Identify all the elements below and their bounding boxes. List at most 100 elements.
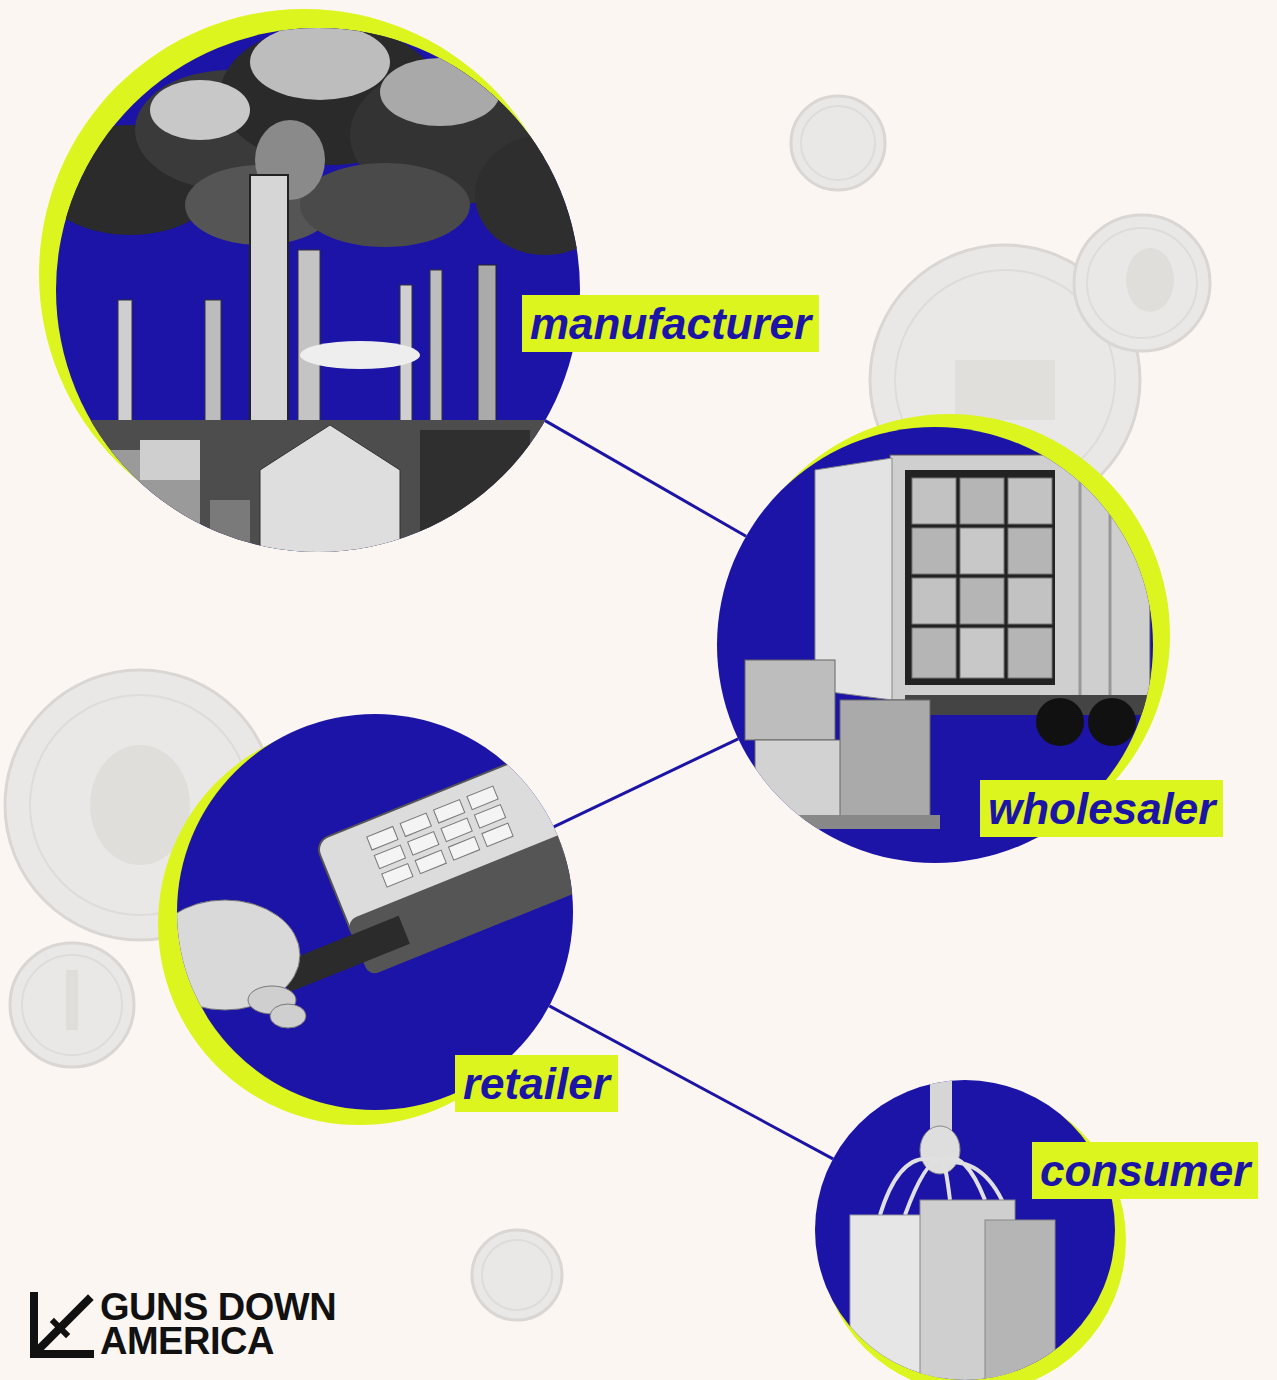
factory-illustration-part bbox=[350, 65, 550, 205]
factory-illustration-part bbox=[150, 80, 250, 140]
truck-illustration-part bbox=[1109, 460, 1112, 695]
factory-illustration-part bbox=[220, 25, 440, 165]
factory-illustration-part bbox=[135, 70, 325, 190]
stage-circle: wholesaler bbox=[717, 427, 1153, 863]
card-terminal-illustration-part-part bbox=[441, 818, 472, 841]
factory-illustration-part bbox=[250, 175, 288, 525]
factory-illustration-part bbox=[420, 430, 530, 570]
factory-illustration-part bbox=[430, 270, 442, 490]
card-terminal-illustration-part-part bbox=[382, 864, 413, 887]
card-terminal-illustration-part-part bbox=[347, 827, 601, 976]
coin-part bbox=[482, 1240, 552, 1310]
logo-icon-part bbox=[54, 1322, 66, 1334]
card-terminal-illustration-part-part bbox=[400, 813, 431, 836]
truck-illustration-part bbox=[1008, 478, 1052, 524]
factory-illustration-part bbox=[210, 500, 250, 570]
circle-outline bbox=[56, 28, 580, 552]
circle-outline bbox=[177, 714, 573, 1110]
card-terminal-illustration-part-part bbox=[315, 748, 588, 944]
card-terminal-illustration-part-part bbox=[374, 845, 405, 868]
stage-circle-fill bbox=[56, 28, 580, 552]
truck-illustration-part bbox=[905, 695, 1150, 715]
circle-outline bbox=[815, 1080, 1115, 1380]
coin-part bbox=[22, 955, 122, 1055]
card-terminal-illustration-part-part bbox=[467, 786, 498, 809]
coin-part bbox=[955, 360, 1055, 420]
card-terminal-illustration-part bbox=[241, 748, 601, 1006]
factory-illustration-part bbox=[300, 341, 420, 369]
shopping-bags-illustration-part bbox=[920, 1200, 1015, 1380]
card-terminal-illustration-part-part bbox=[449, 837, 480, 860]
truck-illustration-part bbox=[1008, 578, 1052, 624]
truck-illustration-part bbox=[790, 815, 940, 829]
card-terminal-illustration-part bbox=[150, 900, 300, 1010]
shopping-bags-illustration-part bbox=[880, 1158, 1010, 1220]
card-terminal-illustration-part-part bbox=[482, 823, 513, 846]
card-terminal-illustration bbox=[150, 748, 601, 1028]
factory-illustration-part bbox=[80, 450, 200, 570]
truck-illustration-part bbox=[840, 700, 930, 820]
truck-illustration-part bbox=[745, 660, 835, 740]
factory-illustration-part bbox=[380, 58, 500, 126]
coin-part bbox=[1087, 228, 1197, 338]
flow-line bbox=[545, 421, 746, 537]
stage-circle: retailer bbox=[177, 714, 573, 1110]
factory-illustration-part bbox=[140, 440, 200, 480]
truck-illustration-part bbox=[960, 578, 1004, 624]
card-terminal-illustration-part-part bbox=[278, 916, 410, 993]
factory-illustration-part bbox=[205, 300, 221, 500]
coin-part bbox=[801, 106, 875, 180]
factory-illustration-part bbox=[475, 135, 615, 255]
logo-icon bbox=[34, 1296, 90, 1354]
factory-illustration-part bbox=[60, 420, 580, 570]
truck-illustration-part bbox=[912, 478, 956, 524]
truck-illustration-part bbox=[912, 528, 956, 574]
card-terminal-illustration-part-part bbox=[474, 805, 505, 828]
logo-icon-part bbox=[40, 1300, 88, 1348]
card-terminal-illustration-part-part bbox=[415, 850, 446, 873]
card-terminal-illustration-part bbox=[248, 986, 296, 1014]
truck-illustration-part bbox=[912, 578, 956, 624]
truck-illustration-part bbox=[1079, 460, 1082, 695]
factory-illustration-part bbox=[250, 24, 390, 100]
stage-label: manufacturer bbox=[522, 295, 819, 352]
coin-part bbox=[791, 96, 885, 190]
stage-circle: consumer bbox=[815, 1080, 1115, 1380]
truck-illustration-part bbox=[890, 455, 1150, 700]
coin-part bbox=[10, 943, 134, 1067]
truck-illustration-part bbox=[1036, 698, 1084, 746]
stage-label: wholesaler bbox=[980, 780, 1223, 837]
truck-illustration-part bbox=[960, 628, 1004, 678]
card-terminal-illustration-part-part bbox=[434, 800, 465, 823]
stage-circle-fill bbox=[815, 1080, 1115, 1380]
card-terminal-illustration-part-part bbox=[367, 827, 398, 850]
factory-illustration bbox=[40, 24, 615, 570]
factory-illustration-part bbox=[300, 163, 470, 247]
truck-illustration-part bbox=[912, 628, 956, 678]
truck-illustration-part bbox=[1008, 628, 1052, 678]
shopping-bags-illustration-part bbox=[930, 1080, 952, 1140]
coin-part bbox=[66, 970, 78, 1030]
logo-wordmark: GUNS DOWN AMERICA bbox=[100, 1290, 400, 1358]
truck-illustration-part bbox=[960, 478, 1004, 524]
stage-circle-fill bbox=[177, 714, 573, 1110]
factory-illustration-part bbox=[400, 285, 412, 485]
logo-icon-part bbox=[34, 1296, 90, 1354]
flow-line bbox=[554, 739, 738, 827]
factory-illustration-part bbox=[255, 120, 325, 200]
factory-illustration-part bbox=[260, 425, 400, 570]
truck-illustration-part bbox=[960, 528, 1004, 574]
factory-illustration-part bbox=[298, 250, 320, 510]
card-terminal-illustration-part bbox=[270, 1004, 306, 1028]
truck-illustration-part bbox=[1088, 698, 1136, 746]
shopping-bags-illustration-part bbox=[920, 1126, 960, 1174]
coin-part bbox=[472, 1230, 562, 1320]
shopping-bags-illustration bbox=[850, 1080, 1055, 1380]
factory-illustration-part bbox=[118, 300, 132, 520]
truck-illustration bbox=[745, 455, 1150, 829]
shopping-bags-illustration-part bbox=[850, 1215, 940, 1380]
truck-illustration-part bbox=[815, 458, 892, 700]
stage-label: retailer bbox=[455, 1055, 618, 1112]
